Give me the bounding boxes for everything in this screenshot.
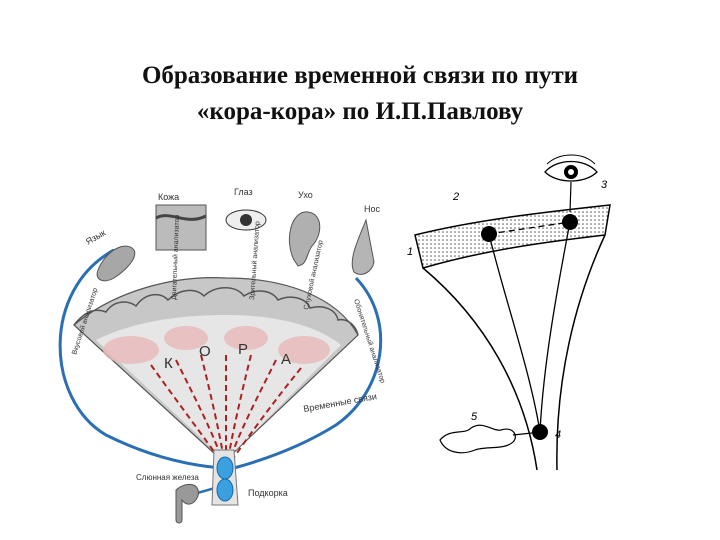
cortex-letter-k: К	[164, 355, 173, 372]
pathway-2-to-4	[488, 233, 541, 433]
salivary-gland-icon	[175, 483, 199, 524]
node-2	[481, 226, 497, 242]
cortex-scheme-figure: К О Р А Подкорка Слюнная железа Временны…	[36, 150, 398, 530]
subcortex-node-upper	[216, 456, 234, 480]
title-line-1: Образование временной связи по пути	[141, 62, 579, 89]
eye-connector	[569, 181, 572, 213]
tongue-icon	[96, 245, 136, 282]
schematic-label-3: 3	[601, 179, 608, 191]
eye-icon	[225, 209, 267, 231]
title-line-2: «кора-кора» по И.П.Павлову	[196, 98, 524, 125]
touch-analyzer-label: Двигательный анализатор	[170, 214, 181, 300]
subcortex-label: Подкорка	[248, 488, 288, 498]
cortex-gyri	[73, 287, 359, 336]
temporary-link-dashed	[488, 221, 571, 235]
fan-left-edge	[422, 267, 538, 471]
schematic-svg: 1 2 3 4 5	[407, 154, 611, 471]
node-4	[532, 424, 548, 440]
right-blue-arc	[233, 276, 383, 470]
schematic-label-4: 4	[555, 429, 561, 441]
schematic-label-5: 5	[471, 411, 478, 423]
skin-label: Кожа	[158, 192, 179, 202]
ear-icon	[288, 211, 321, 267]
nose-label: Нос	[364, 204, 381, 214]
pathway-3-to-4	[539, 221, 571, 433]
schematic-gland-icon	[439, 424, 516, 454]
pink-zone-2	[164, 326, 208, 350]
subcortex-node-lower	[216, 478, 234, 502]
eye-label: Глаз	[234, 187, 253, 197]
schematic-eye-icon	[544, 154, 598, 182]
tongue-label: Язык	[84, 228, 107, 247]
temporary-links-label: Временные связи	[303, 391, 378, 414]
skin-icon	[155, 204, 207, 251]
cortex-letter-o: О	[199, 343, 211, 360]
schematic-label-1: 1	[407, 246, 413, 258]
pink-zone-3	[224, 326, 268, 350]
nose-icon	[351, 218, 375, 275]
gland-connector	[512, 432, 533, 436]
fan-right-edge	[556, 234, 606, 471]
ear-label: Ухо	[298, 190, 313, 200]
schematic-figure: 1 2 3 4 5	[405, 150, 620, 480]
cortex-band	[414, 204, 611, 269]
salivary-gland-label: Слюнная железа	[136, 473, 199, 482]
node-3	[562, 214, 578, 230]
slide-title: Образование временной связи по пути «кор…	[0, 58, 720, 130]
left-blue-arc	[58, 248, 222, 470]
cortex-letter-a: А	[281, 351, 291, 368]
pink-zone-4	[278, 336, 330, 364]
pink-zone-1	[103, 336, 159, 364]
cortex-letter-r: Р	[238, 341, 248, 358]
schematic-label-2: 2	[452, 191, 459, 203]
cortex-scheme-svg: К О Р А Подкорка Слюнная железа Временны…	[58, 187, 387, 524]
